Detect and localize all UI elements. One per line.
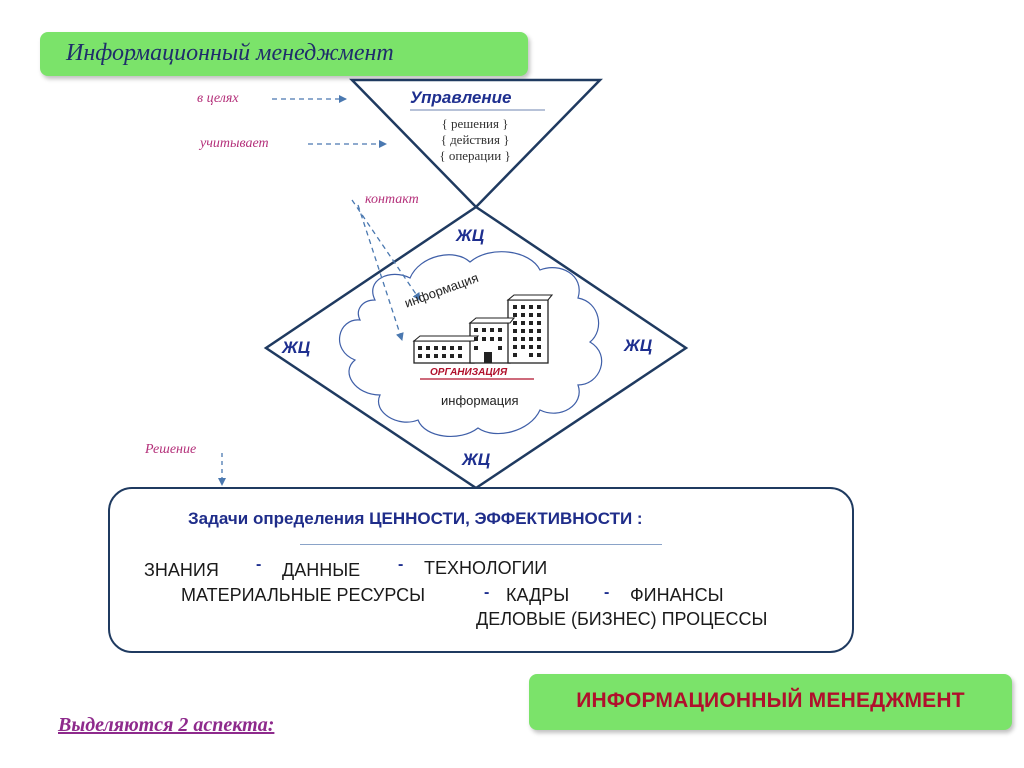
management-item: { решения } <box>441 116 509 131</box>
task-business-processes: ДЕЛОВЫЕ (БИЗНЕС) ПРОЦЕССЫ <box>476 609 768 629</box>
title-banner-bottom: ИНФОРМАЦИОННЫЙ МЕНЕДЖМЕНТ <box>529 674 1012 730</box>
aspects-label: Выделяются 2 аспекта: <box>58 714 275 736</box>
contact-arrow-2 <box>357 204 404 341</box>
task-data: ДАННЫЕ <box>282 560 361 580</box>
contact-arrow-1 <box>351 199 421 301</box>
tasks-title: Задачи определения ЦЕННОСТИ, ЭФФЕКТИВНОС… <box>188 509 643 528</box>
management-title: Управление <box>410 88 512 107</box>
task-material-resources: МАТЕРИАЛЬНЫЕ РЕСУРСЫ <box>181 585 426 605</box>
tasks-divider <box>300 544 662 545</box>
lifecycle-top: ЖЦ <box>456 226 485 245</box>
decision-label: Решение <box>145 442 197 457</box>
management-list: { решения } { действия } { операции } <box>430 116 520 164</box>
info-bottom-label: информация <box>441 393 519 408</box>
task-separator: - <box>604 584 610 601</box>
lifecycle-bottom: ЖЦ <box>462 450 491 469</box>
task-staff: КАДРЫ <box>506 585 570 605</box>
management-item: { действия } <box>440 132 510 147</box>
task-separator: - <box>256 556 262 573</box>
contact-label: контакт <box>365 192 419 207</box>
management-item: { операции } <box>439 148 511 163</box>
task-separator: - <box>484 584 490 601</box>
organization-label: ОРГАНИЗАЦИЯ <box>430 367 508 378</box>
task-technologies: ТЕХНОЛОГИИ <box>424 558 548 578</box>
task-knowledge: ЗНАНИЯ <box>144 560 219 580</box>
tasks-box <box>108 487 854 653</box>
title-top-text: Информационный менеджмент <box>66 40 394 66</box>
lifecycle-right: ЖЦ <box>624 336 653 355</box>
goals-label: в целях <box>197 91 239 106</box>
management-item-actions: действия <box>450 132 500 147</box>
task-finance: ФИНАНСЫ <box>630 585 724 605</box>
organization-building-icon <box>412 294 554 364</box>
title-bottom-text: ИНФОРМАЦИОННЫЙ МЕНЕДЖМЕНТ <box>576 689 965 712</box>
management-triangle <box>349 78 603 209</box>
management-item-decisions: решения <box>451 116 499 131</box>
considers-label: учитывает <box>200 136 269 151</box>
task-separator: - <box>398 556 404 573</box>
management-item-operations: операции <box>448 148 502 163</box>
title-banner-top: Информационный менеджмент <box>40 32 528 76</box>
lifecycle-left: ЖЦ <box>282 338 311 357</box>
